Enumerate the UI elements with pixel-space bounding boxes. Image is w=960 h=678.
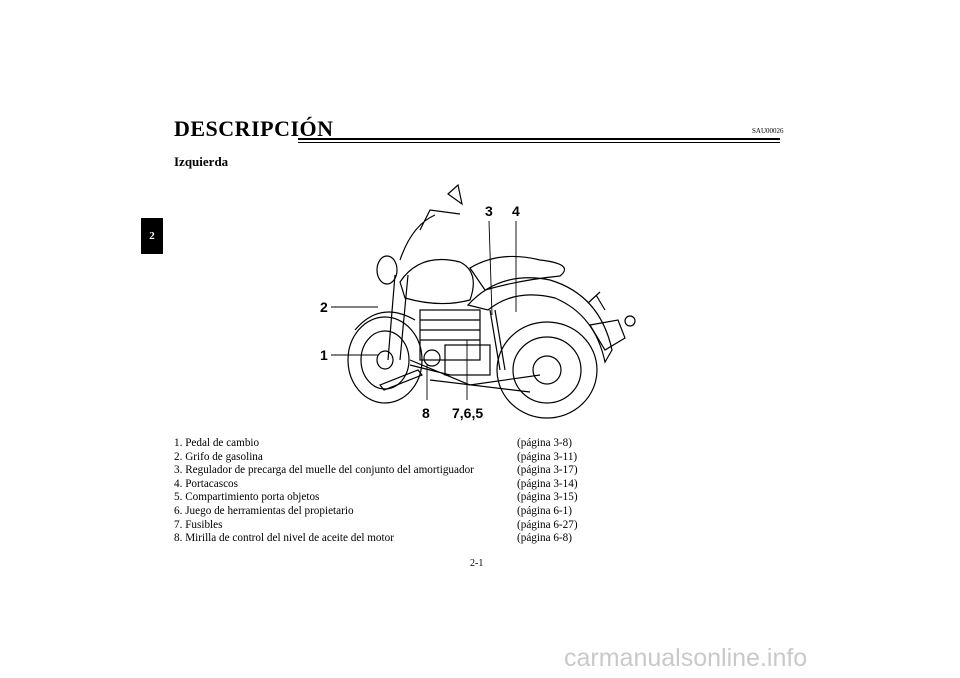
list-item: 4. Portacascos (página 3-14) bbox=[174, 478, 594, 492]
parts-list: 1. Pedal de cambio (página 3-8) 2. Grifo … bbox=[174, 437, 594, 546]
page-number: 2-1 bbox=[470, 558, 484, 569]
list-item: 2. Grifo de gasolina (página 3-11) bbox=[174, 451, 594, 465]
part-label: 2. Grifo de gasolina bbox=[174, 450, 263, 463]
callout-8: 8 bbox=[422, 405, 430, 421]
page-ref: (página 3-11) bbox=[517, 450, 578, 463]
title-rule-thin bbox=[298, 142, 780, 143]
page-title: DESCRIPCIÓN bbox=[174, 116, 334, 141]
part-label: 5. Compartimiento porta objetos bbox=[174, 491, 320, 504]
page-ref: (página 3-15) bbox=[517, 491, 578, 504]
part-label: 8. Mirilla de control del nivel de aceit… bbox=[174, 532, 394, 545]
page-ref: (página 6-8) bbox=[517, 532, 572, 545]
page-ref: (página 3-14) bbox=[517, 477, 578, 490]
section-code: SAU00026 bbox=[752, 127, 784, 135]
part-label: 6. Juego de herramientas del propietario bbox=[174, 504, 354, 517]
section-subtitle: Izquierda bbox=[174, 154, 229, 169]
list-item: 8. Mirilla de control del nivel de aceit… bbox=[174, 532, 594, 546]
part-label: 7. Fusibles bbox=[174, 518, 223, 531]
list-item: 3. Regulador de precarga del muelle del … bbox=[174, 464, 594, 478]
callout-2: 2 bbox=[320, 299, 328, 315]
callout-3: 3 bbox=[485, 203, 493, 219]
page-ref: (página 3-8) bbox=[517, 437, 572, 449]
list-item: 1. Pedal de cambio (página 3-8) bbox=[174, 437, 594, 451]
watermark: carmanualsonline.info bbox=[564, 644, 808, 672]
page-ref: (página 6-1) bbox=[517, 504, 572, 517]
list-item: 7. Fusibles (página 6-27) bbox=[174, 519, 594, 533]
callout-7-6-5: 7,6,5 bbox=[452, 405, 483, 421]
page-ref: (página 6-27) bbox=[517, 518, 578, 531]
list-item: 6. Juego de herramientas del propietario… bbox=[174, 505, 594, 519]
part-label: 4. Portacascos bbox=[174, 477, 239, 490]
list-item: 5. Compartimiento porta objetos (página 3… bbox=[174, 491, 594, 505]
part-label: 1. Pedal de cambio bbox=[174, 437, 260, 449]
chapter-tab: 2 bbox=[141, 218, 163, 254]
title-rule bbox=[298, 138, 780, 140]
page-ref: (página 3-17) bbox=[517, 464, 578, 477]
part-label: 3. Regulador de precarga del muelle del … bbox=[174, 464, 474, 477]
callout-1: 1 bbox=[320, 347, 328, 363]
motorcycle-illustration: 3 4 2 1 8 7,6,5 bbox=[320, 183, 636, 421]
callout-4: 4 bbox=[512, 203, 520, 219]
